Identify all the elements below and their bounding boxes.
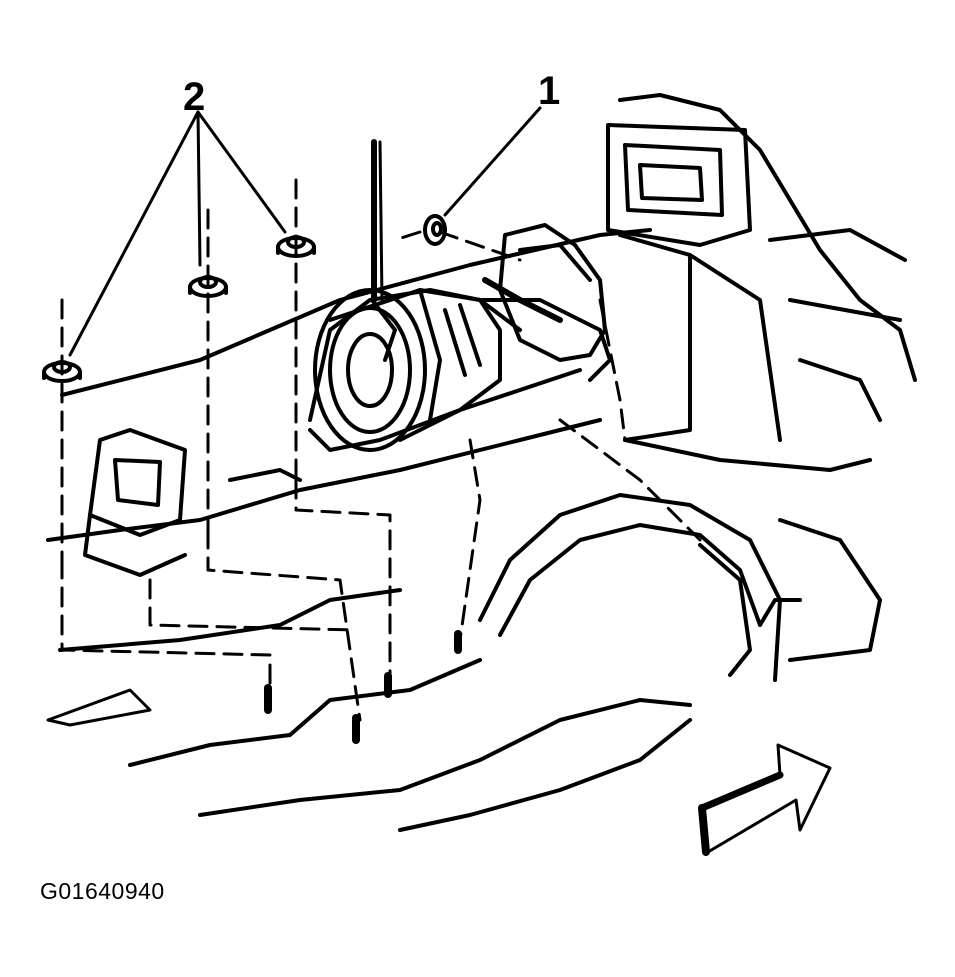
nut-3 bbox=[276, 235, 316, 258]
callout-1: 1 bbox=[538, 69, 560, 113]
studs bbox=[264, 630, 462, 744]
figure-id: G01640940 bbox=[40, 878, 165, 904]
center-lines bbox=[60, 178, 702, 722]
wheel-well bbox=[478, 493, 882, 682]
bracket bbox=[482, 223, 607, 362]
seat-console bbox=[606, 93, 917, 472]
forward-arrow-icon bbox=[698, 743, 832, 856]
leader-lines bbox=[68, 106, 542, 357]
shifter-base bbox=[83, 428, 187, 577]
nut-1 bbox=[42, 360, 82, 383]
callout-2: 2 bbox=[183, 75, 205, 119]
nut-2 bbox=[188, 275, 228, 298]
floor-panel bbox=[46, 228, 692, 832]
transmission-housing bbox=[313, 288, 502, 452]
shift-lever bbox=[370, 139, 397, 362]
nut-4 bbox=[423, 214, 447, 246]
